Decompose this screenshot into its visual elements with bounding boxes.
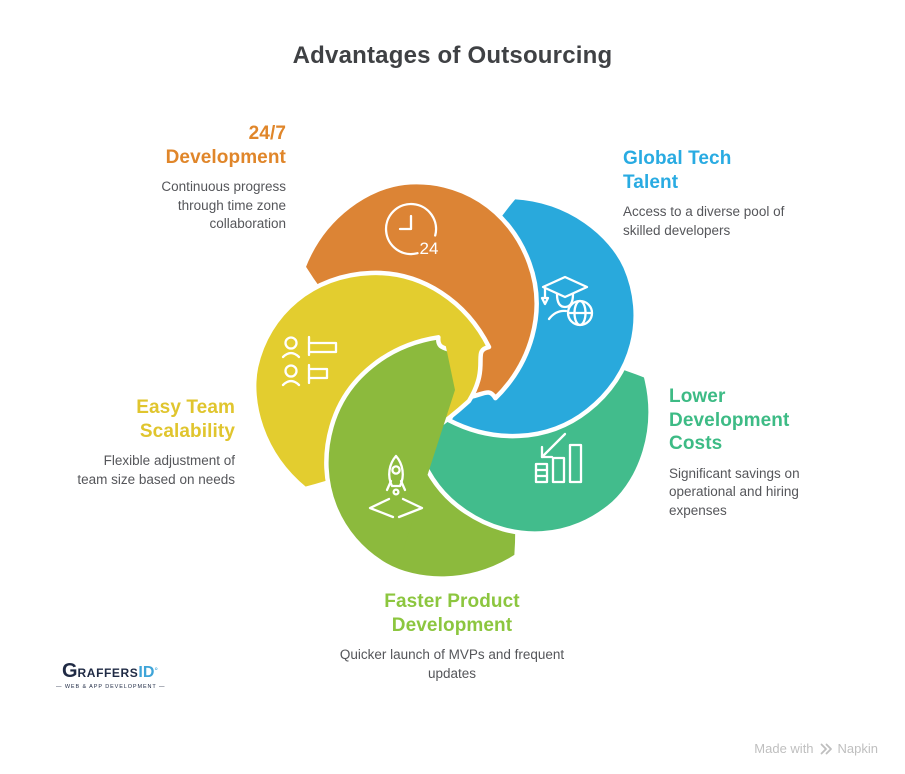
description-global-tech-talent: Access to a diverse pool of skilled deve… xyxy=(623,204,785,238)
logo-tagline: — WEB & APP DEVELOPMENT — xyxy=(56,684,166,690)
cost-decrease-chart-icon xyxy=(534,432,583,484)
logo-letter-g: G xyxy=(61,660,78,682)
label-faster-product-development: Faster Product Development Quicker launc… xyxy=(327,590,577,683)
svg-text:24: 24 xyxy=(420,239,439,258)
logo-id-text: ID xyxy=(138,664,155,681)
rocket-launch-icon xyxy=(368,454,424,519)
description-247-development: Continuous progress through time zone co… xyxy=(161,179,286,232)
heading-easy-team-scalability: Easy Team Scalability xyxy=(136,397,235,442)
heading-247-development: 24/7 Development xyxy=(165,123,286,168)
logo-degree-mark: ° xyxy=(154,666,159,676)
heading-faster-product-development: Faster Product Development xyxy=(384,591,520,636)
label-247-development: 24/7 Development Continuous progress thr… xyxy=(128,122,286,234)
attribution-prefix: Made with xyxy=(754,741,814,756)
description-easy-team-scalability: Flexible adjustment of team size based o… xyxy=(77,453,235,487)
logo-brand-text: RAFFERS xyxy=(77,666,139,680)
page-title: Advantages of Outsourcing xyxy=(292,42,613,69)
attribution-brand: Napkin xyxy=(837,741,878,756)
napkin-logo-icon xyxy=(820,743,832,754)
label-easy-team-scalability: Easy Team Scalability Flexible adjustmen… xyxy=(75,396,235,489)
description-faster-product-development: Quicker launch of MVPs and frequent upda… xyxy=(339,647,565,681)
description-lower-development-costs: Significant savings on operational and h… xyxy=(669,465,800,518)
graduate-globe-icon xyxy=(540,275,594,327)
napkin-attribution: Made with Napkin xyxy=(754,741,878,756)
label-global-tech-talent: Global Tech Talent Access to a diverse p… xyxy=(623,147,795,240)
clock-24-icon: 24 xyxy=(384,202,439,258)
graffersid-logo: GRAFFERSID° — WEB & APP DEVELOPMENT — xyxy=(56,660,166,690)
heading-global-tech-talent: Global Tech Talent xyxy=(623,148,732,193)
heading-lower-development-costs: Lower Development Costs xyxy=(669,386,790,455)
label-lower-development-costs: Lower Development Costs Significant savi… xyxy=(669,385,854,521)
team-scalability-icon xyxy=(281,335,338,387)
